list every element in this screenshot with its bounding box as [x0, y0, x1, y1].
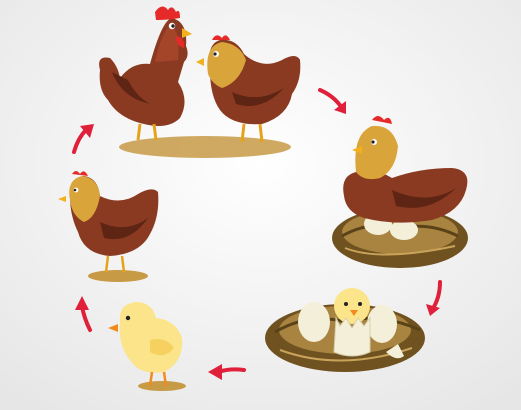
- egg-icon: [390, 220, 418, 240]
- ground-shadow: [119, 136, 291, 158]
- egg-icon: [298, 302, 330, 342]
- egg-icon: [367, 305, 397, 343]
